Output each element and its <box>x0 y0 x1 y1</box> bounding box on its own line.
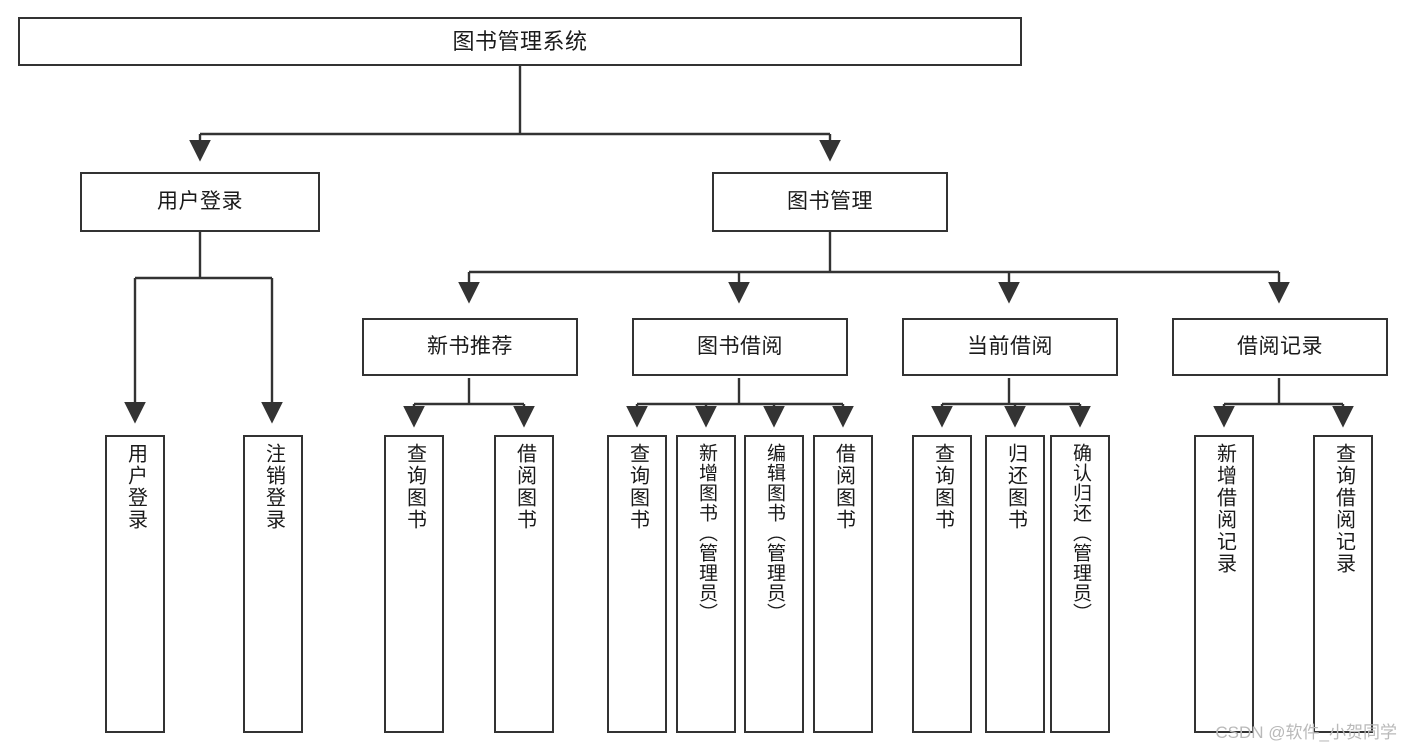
leaf-query-book-2-label: 查询图书 <box>626 443 649 531</box>
leaf-logout[interactable]: 注销登录 <box>243 435 303 733</box>
node-book-borrow-label: 图书借阅 <box>697 334 783 358</box>
leaf-query-book-1[interactable]: 查询图书 <box>384 435 444 733</box>
leaf-return-book-label: 归还图书 <box>1004 443 1027 531</box>
node-user-login-label: 用户登录 <box>157 189 243 213</box>
leaf-borrow-book-1[interactable]: 借阅图书 <box>494 435 554 733</box>
leaf-add-record[interactable]: 新增借阅记录 <box>1194 435 1254 733</box>
leaf-confirm-return[interactable]: 确认归还（管理员） <box>1050 435 1110 733</box>
leaf-user-login[interactable]: 用户登录 <box>105 435 165 733</box>
leaf-query-book-3[interactable]: 查询图书 <box>912 435 972 733</box>
node-new-book-recommend-label: 新书推荐 <box>427 334 513 358</box>
leaf-borrow-book-2[interactable]: 借阅图书 <box>813 435 873 733</box>
leaf-add-book[interactable]: 新增图书（管理员） <box>676 435 736 733</box>
leaf-query-book-2[interactable]: 查询图书 <box>607 435 667 733</box>
leaf-logout-label: 注销登录 <box>262 443 285 531</box>
leaf-query-book-3-label: 查询图书 <box>931 443 954 531</box>
node-user-login[interactable]: 用户登录 <box>80 172 320 232</box>
node-root-label: 图书管理系统 <box>452 28 588 54</box>
node-current-borrow-label: 当前借阅 <box>967 334 1053 358</box>
leaf-confirm-return-label: 确认归还（管理员） <box>1069 443 1091 623</box>
node-new-book-recommend[interactable]: 新书推荐 <box>362 318 578 376</box>
leaf-borrow-book-1-label: 借阅图书 <box>513 443 536 531</box>
node-book-management[interactable]: 图书管理 <box>712 172 948 232</box>
leaf-edit-book-label: 编辑图书（管理员） <box>763 443 785 623</box>
node-current-borrow[interactable]: 当前借阅 <box>902 318 1118 376</box>
leaf-query-record[interactable]: 查询借阅记录 <box>1313 435 1373 733</box>
watermark: CSDN @软件_小贺同学 <box>1215 723 1397 742</box>
leaf-borrow-book-2-label: 借阅图书 <box>832 443 855 531</box>
leaf-query-book-1-label: 查询图书 <box>403 443 426 531</box>
leaf-add-book-label: 新增图书（管理员） <box>695 443 717 623</box>
node-book-management-label: 图书管理 <box>787 189 873 213</box>
node-borrow-record-label: 借阅记录 <box>1237 334 1323 358</box>
node-root[interactable]: 图书管理系统 <box>18 17 1022 66</box>
leaf-user-login-label: 用户登录 <box>124 443 147 531</box>
node-book-borrow[interactable]: 图书借阅 <box>632 318 848 376</box>
leaf-edit-book[interactable]: 编辑图书（管理员） <box>744 435 804 733</box>
node-borrow-record[interactable]: 借阅记录 <box>1172 318 1388 376</box>
leaf-return-book[interactable]: 归还图书 <box>985 435 1045 733</box>
leaf-add-record-label: 新增借阅记录 <box>1213 443 1236 575</box>
leaf-query-record-label: 查询借阅记录 <box>1332 443 1355 575</box>
